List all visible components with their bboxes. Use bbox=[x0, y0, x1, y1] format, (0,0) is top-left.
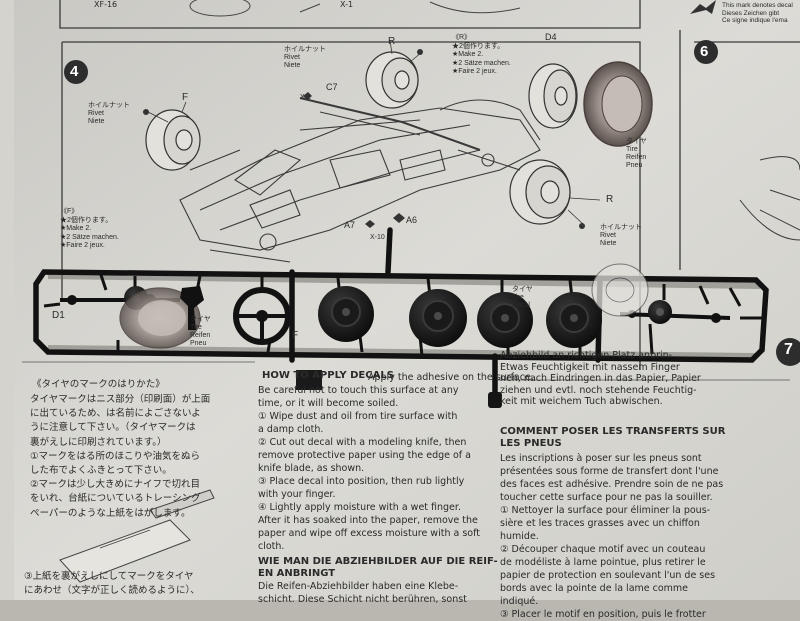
part-label-r-right: R bbox=[606, 194, 614, 205]
de-instructions: Die Reifen-Abziehbilder haben eine Klebe… bbox=[258, 581, 467, 605]
wheel-preview-right bbox=[591, 263, 649, 317]
paper-left-margin bbox=[0, 0, 14, 600]
wheel-d4-drawing bbox=[528, 63, 578, 129]
sprue-gate-nub bbox=[296, 370, 502, 408]
en-heading: HOW TO APPLY DECALS bbox=[262, 370, 394, 381]
make-note-right: 《R》★2個作ります。★Make 2.★2 Sätze machen.★Fair… bbox=[452, 34, 511, 75]
sprue-part-wheel-1 bbox=[318, 286, 374, 342]
decal-illustration bbox=[59, 489, 215, 583]
chassis-line-drawing bbox=[179, 97, 541, 263]
leader-lines bbox=[147, 39, 601, 226]
wheel-r-right-drawing bbox=[509, 159, 571, 225]
sprue-part-wheel-4 bbox=[546, 292, 602, 348]
step6-arrow bbox=[690, 0, 716, 14]
step4-number: 4 bbox=[70, 63, 79, 80]
sprue-gates bbox=[43, 271, 762, 357]
step-frame-lines bbox=[59, 0, 800, 370]
part-label-d4: D4 bbox=[545, 32, 557, 42]
part-label-a6: A6 bbox=[406, 215, 418, 225]
sprue-part-steering-wheel bbox=[233, 287, 291, 345]
top-strip-drawing bbox=[189, 0, 521, 17]
make-note-left: 《F》★2個作ります。★Make 2.★2 Sätze machen.★Fair… bbox=[60, 208, 119, 249]
column-rules bbox=[22, 361, 790, 381]
part-label-a7: A7 bbox=[344, 220, 356, 230]
jp-instructions-bottom: ③上紙を裏がえしにしてマークをタイヤにあわせ（文字が正しく読めるように）、 bbox=[24, 571, 200, 597]
jp-instructions: タイヤマークはニス部分（印刷面）が上面に出ているため、は名前によごさないように注… bbox=[30, 394, 211, 519]
de-instructions-right: Abziehbild an richtigen Platz anbrin-Etw… bbox=[500, 350, 701, 407]
sprue-part-axle-right bbox=[619, 300, 731, 324]
wheel-f-top-drawing bbox=[145, 109, 201, 171]
part-markers bbox=[143, 49, 585, 229]
part-label-x1: X-1 bbox=[300, 94, 311, 101]
en-instructions: Be careful not to touch this surface at … bbox=[258, 385, 480, 552]
top-label-xf: XF-16 bbox=[94, 0, 118, 9]
step7-number-badge bbox=[776, 338, 800, 366]
step6-number: 6 bbox=[700, 43, 709, 60]
part-label-c7: C7 bbox=[326, 82, 338, 92]
tire-drawing bbox=[583, 61, 653, 147]
tire-decal-preview-left bbox=[119, 287, 201, 349]
step6-number-badge bbox=[694, 40, 718, 64]
step4-number-badge bbox=[64, 60, 88, 84]
sprue-part-wheel-2 bbox=[409, 289, 467, 347]
en-heading-continued: Apply the adhesive on the surface. bbox=[368, 372, 534, 383]
part-label-f: F bbox=[182, 92, 189, 103]
wheel-r-top-drawing bbox=[365, 51, 419, 109]
part-label-x10: X-10 bbox=[370, 234, 385, 241]
jp-heading: 《タイヤのマークのはりかた》 bbox=[32, 379, 165, 390]
de-heading: WIE MAN DIE ABZIEHBILDER AUF DIE REIF-EN… bbox=[258, 556, 498, 579]
sprue-label-f: F bbox=[292, 330, 299, 341]
top-label-x1: X-1 bbox=[340, 0, 354, 9]
sprue-part-wheel-3 bbox=[477, 292, 533, 348]
sprue-part-arm bbox=[180, 286, 204, 330]
instruction-photo bbox=[0, 0, 800, 600]
part-label-r-top: R bbox=[388, 36, 396, 47]
step7-number: 7 bbox=[784, 341, 793, 358]
sprue-label-d1: D1 bbox=[52, 310, 65, 321]
fr-instructions: Les inscriptions à poser sur les pneus s… bbox=[500, 453, 724, 620]
